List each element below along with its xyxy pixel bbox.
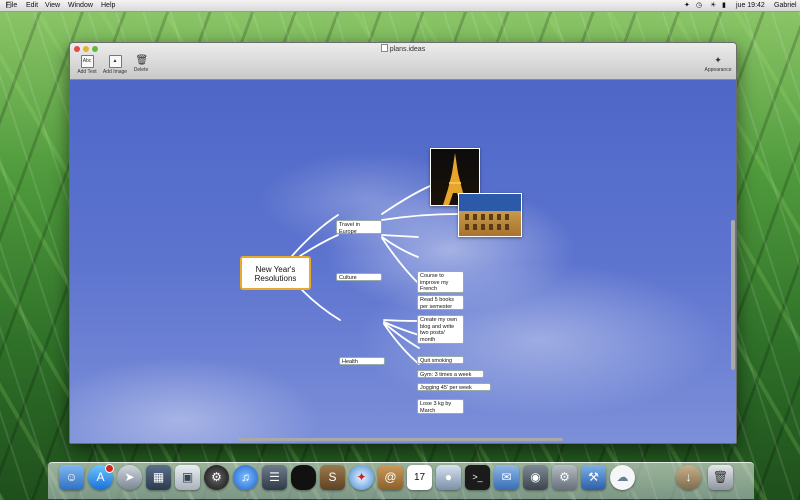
bluetooth-icon[interactable]: ✦ — [684, 2, 690, 9]
culture-item-books[interactable]: Read 5 books per semester — [417, 295, 464, 310]
delete-button[interactable]: 🗑 Delete — [123, 55, 159, 73]
health-item-label: Lose 3 kg by March — [420, 401, 452, 414]
appearance-label: Appearance — [704, 67, 732, 73]
text-icon: Abc — [80, 55, 94, 68]
document-icon — [380, 44, 388, 52]
mindmap-links — [291, 185, 459, 365]
zoom-button[interactable] — [92, 46, 98, 52]
trash-icon[interactable]: 🗑 — [708, 465, 733, 490]
terminal-icon[interactable]: >_ — [465, 465, 490, 490]
battery-icon[interactable]: ▮ — [722, 2, 726, 9]
messages-icon[interactable]: ☁ — [610, 465, 635, 490]
appearance-button[interactable]: ✦ Appearance — [700, 55, 736, 73]
branch-travel[interactable]: Travel in Europe — [336, 220, 382, 235]
root-node[interactable]: New Year's Resolutions — [240, 256, 311, 290]
dashboard-icon[interactable]: ⚙ — [204, 465, 229, 490]
safari-icon[interactable]: ✦ — [349, 465, 374, 490]
apple-menu-icon[interactable]:  — [5, 0, 12, 11]
link-culture-2 — [381, 236, 419, 258]
link-culture-1 — [381, 234, 419, 238]
system-preferences-icon[interactable]: ⚙ — [552, 465, 577, 490]
menu-bar:  File Edit View Window Help ✦ ◷ ☀ ▮ jue… — [0, 0, 800, 12]
window-title: plans.ideas — [70, 44, 736, 53]
link-health-4 — [383, 323, 420, 365]
link-root-culture — [299, 234, 339, 257]
health-item-label: Gym: 3 times a week — [420, 372, 472, 378]
menubar-clock[interactable]: jue 19:42 — [736, 2, 765, 9]
calendar-day: 17 — [413, 472, 426, 483]
trash-icon: 🗑 — [135, 55, 149, 66]
branch-health[interactable]: Health — [339, 357, 385, 365]
health-item-gym[interactable]: Gym: 3 times a week — [417, 370, 484, 378]
window-title-text: plans.ideas — [389, 46, 426, 53]
link-travel-eiffel — [381, 185, 431, 215]
app-window: plans.ideas Abc Add Text ▲ Add Image 🗑 D… — [69, 42, 737, 444]
facetime-icon[interactable]: ◉ — [523, 465, 548, 490]
app-store-icon[interactable]: A — [88, 464, 114, 490]
menubar-user[interactable]: Gabriel — [774, 2, 797, 9]
mission-control-icon[interactable]: ▦ — [146, 465, 171, 490]
menu-file[interactable]: File — [6, 2, 18, 9]
culture-item-blog[interactable]: Create my own blog and write two posts/ … — [417, 315, 464, 344]
link-health-2 — [383, 321, 420, 336]
preview-icon[interactable]: ▣ — [175, 465, 200, 490]
window-titlebar[interactable]: plans.ideas Abc Add Text ▲ Add Image 🗑 D… — [70, 43, 736, 80]
blackboard-icon[interactable] — [291, 465, 316, 490]
horizontal-scrollbar[interactable] — [238, 438, 563, 441]
add-text-button[interactable]: Abc Add Text — [70, 55, 105, 75]
eiffel-tower-icon — [443, 153, 467, 205]
calculator-icon[interactable]: ☰ — [262, 465, 287, 490]
dock: ☺ A ➤ ▦ ▣ ⚙ ♫ ☰ S ✦ @ 17 ● >_ ✉ ◉ ⚙ ⚒ ☁ … — [48, 462, 754, 499]
link-health-3 — [383, 322, 420, 349]
root-node-label: New Year's Resolutions — [254, 265, 297, 283]
app-store-badge — [105, 464, 114, 473]
sublime-icon[interactable]: S — [320, 465, 345, 490]
menu-view[interactable]: View — [45, 2, 61, 9]
menu-help[interactable]: Help — [101, 2, 116, 9]
branch-culture-label: Culture — [339, 275, 357, 281]
itunes-icon[interactable]: ♫ — [233, 465, 258, 490]
branch-health-label: Health — [342, 359, 358, 365]
link-root-travel — [291, 214, 339, 257]
wifi-icon[interactable]: ☀ — [710, 2, 717, 9]
mindmap-canvas[interactable]: New Year's Resolutions Travel in Europe … — [70, 80, 736, 443]
health-item-label: Jogging 45' per week — [420, 385, 472, 391]
menu-window[interactable]: Window — [68, 2, 93, 9]
health-item-label: Quit smoking — [420, 358, 453, 364]
culture-item-label: Course to improve my French — [420, 273, 449, 292]
link-root-health — [301, 289, 341, 321]
magic-wand-icon: ✦ — [714, 55, 722, 65]
launchpad-icon[interactable]: ➤ — [117, 465, 142, 490]
finder-icon[interactable]: ☺ — [59, 465, 84, 490]
contacts-icon[interactable]: @ — [378, 465, 403, 490]
health-item-weight[interactable]: Lose 3 kg by March — [417, 399, 464, 414]
vertical-scrollbar[interactable] — [731, 220, 735, 370]
close-button[interactable] — [74, 46, 80, 52]
link-health-1 — [383, 319, 420, 322]
branch-culture[interactable]: Culture — [336, 273, 382, 281]
xcode-icon[interactable]: ⚒ — [581, 465, 606, 490]
add-text-label: Add Text — [77, 69, 97, 75]
culture-item-label: Read 5 books per semester — [420, 297, 454, 310]
image-icon: ▲ — [108, 55, 122, 68]
downloads-icon[interactable]: ↓ — [676, 465, 701, 490]
time-machine-icon[interactable]: ◷ — [696, 2, 703, 9]
link-culture-3 — [381, 237, 419, 284]
culture-item-french[interactable]: Course to improve my French — [417, 271, 464, 293]
add-image-label: Add Image — [102, 69, 128, 75]
menu-edit[interactable]: Edit — [26, 2, 39, 9]
link-travel-colosseum — [381, 213, 459, 221]
colosseum-icon — [465, 214, 509, 230]
health-item-smoking[interactable]: Quit smoking — [417, 356, 464, 364]
add-image-button[interactable]: ▲ Add Image — [97, 55, 133, 75]
branch-travel-label: Travel in Europe — [339, 222, 360, 235]
mail-icon[interactable]: ✉ — [494, 465, 519, 490]
delete-label: Delete — [133, 67, 149, 73]
calendar-icon[interactable]: 17 — [407, 465, 432, 490]
minimize-button[interactable] — [83, 46, 89, 52]
photos-icon[interactable]: ● — [436, 465, 461, 490]
culture-item-label: Create my own blog and write two posts/ … — [420, 317, 457, 343]
health-item-jogging[interactable]: Jogging 45' per week — [417, 383, 491, 391]
colosseum-image[interactable] — [458, 193, 522, 237]
